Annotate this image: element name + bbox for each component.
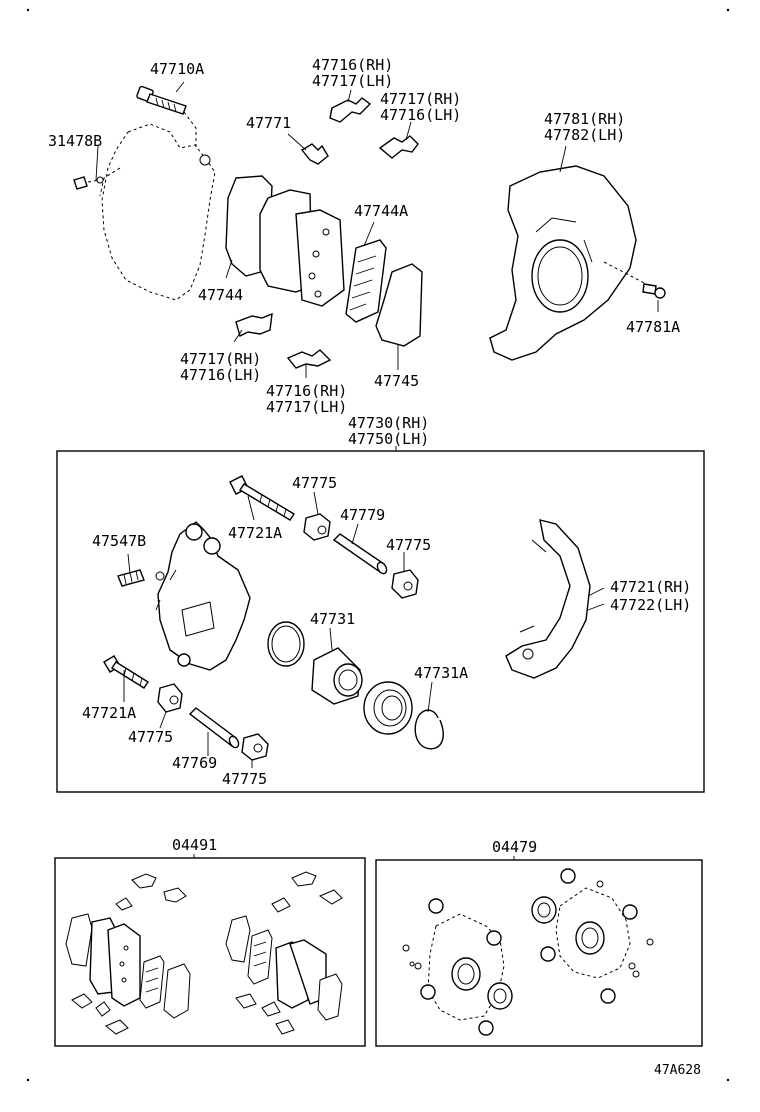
slide-bushing-boot-upper-b <box>391 569 419 599</box>
anti-squeal-clip <box>300 143 329 165</box>
corner-mark-top-right <box>726 8 730 12</box>
disc-brake-mounting <box>505 519 591 679</box>
cylinder-kit-set <box>402 868 654 1036</box>
disc-brake-dust-cover <box>489 165 651 361</box>
label-piston-seal: 47731 <box>310 610 355 628</box>
label-shim: 47744 <box>198 286 243 304</box>
label-boot-bottom-b: 47775 <box>222 770 267 788</box>
label-dust-cover-lh: 47782(LH) <box>544 126 625 144</box>
label-bleeder-plug: 47547B <box>92 532 146 550</box>
caliper-housing-outline <box>99 123 216 301</box>
piston-seal <box>267 621 305 667</box>
anti-squeal-shim-outer <box>345 239 387 323</box>
caliper-bolt <box>136 85 197 150</box>
label-clip-outer-top-lh: 47716(LH) <box>380 106 461 124</box>
label-clip-lower-mid-lh: 47717(LH) <box>266 398 347 416</box>
pin-bolt-upper <box>229 475 295 521</box>
piston <box>311 647 363 705</box>
slide-pin-lower <box>188 707 240 749</box>
label-mounting: 47721(RH) <box>610 578 691 596</box>
slide-pin-upper <box>332 533 388 575</box>
pad-support-clip-lower-left <box>235 312 273 338</box>
label-piston-boot: 47731A <box>414 664 468 682</box>
label-dust-cover-bolt: 47781A <box>626 318 680 336</box>
slide-bushing-boot-lower-a <box>157 683 183 713</box>
label-kit-cylinder: 04479 <box>492 838 537 856</box>
label-caliper-bolt: 47710A <box>150 60 204 78</box>
label-pin-bolt-top: 47721A <box>228 524 282 542</box>
label-kit-pad: 04491 <box>172 836 217 854</box>
label-slide-pin-bottom: 47769 <box>172 754 217 772</box>
label-clip-outer-top: 47717(RH) <box>380 90 461 108</box>
corner-mark-bottom-left <box>26 1078 30 1082</box>
label-clip-inner-top-lh: 47717(LH) <box>312 72 393 90</box>
bleeder-plug <box>117 569 165 587</box>
pad-kit-right-set <box>225 871 343 1035</box>
label-clip-lower-mid: 47716(RH) <box>266 382 347 400</box>
label-dust-cover: 47781(RH) <box>544 110 625 128</box>
caliper-plug <box>73 176 104 190</box>
label-mounting-lh: 47722(LH) <box>610 596 691 614</box>
label-cylinder-assy: 47730(RH) <box>348 414 429 432</box>
pad-support-clip-upper-outer <box>378 135 419 159</box>
label-pin-bolt-bottom: 47721A <box>82 704 136 722</box>
corner-mark-bottom-right <box>726 1078 730 1082</box>
label-clip-lower-left: 47717(RH) <box>180 350 261 368</box>
cylinder-kit-frame <box>375 859 703 1047</box>
label-clip-inner-top: 47716(RH) <box>312 56 393 74</box>
corner-mark-top-left <box>26 8 30 12</box>
boot-set-ring <box>414 709 444 750</box>
brake-pad-inner <box>259 189 345 307</box>
cylinder-boot <box>363 681 413 735</box>
cylinder-assembly-frame <box>56 450 705 793</box>
brake-pad-outer <box>375 263 423 347</box>
label-slide-pin-top: 47779 <box>340 506 385 524</box>
label-anti-squeal-clip: 47771 <box>246 114 291 132</box>
slide-bushing-boot-lower-b <box>241 733 269 761</box>
disc-brake-cylinder-housing <box>155 521 251 671</box>
label-cylinder-assy-lh: 47750(LH) <box>348 430 429 448</box>
pin-bolt-lower <box>103 655 149 689</box>
pad-kit-left-set <box>65 873 191 1035</box>
label-caliper-plug: 31478B <box>48 132 102 150</box>
label-pad-kit: 47745 <box>374 372 419 390</box>
label-shim-a: 47744A <box>354 202 408 220</box>
label-boot-top-b: 47775 <box>386 536 431 554</box>
label-boot-bottom-a: 47775 <box>128 728 173 746</box>
diagram-code: 47A628 <box>654 1063 701 1078</box>
dust-cover-bolt <box>642 283 666 299</box>
pad-kit-frame <box>54 857 366 1047</box>
slide-bushing-boot-upper-a <box>303 513 331 541</box>
pad-support-clip-upper-inner <box>329 97 372 123</box>
pad-support-clip-lower-mid <box>286 349 332 369</box>
label-boot-top-a: 47775 <box>292 474 337 492</box>
label-clip-lower-left-lh: 47716(LH) <box>180 366 261 384</box>
